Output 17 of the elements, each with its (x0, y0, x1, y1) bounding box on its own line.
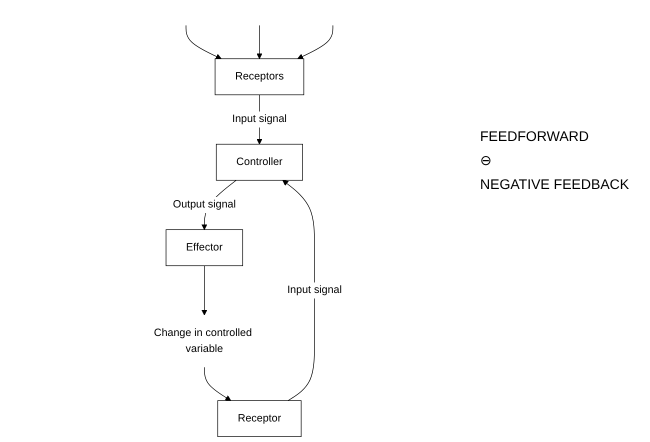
note-text: FEEDFORWARD (480, 128, 590, 144)
edge-label: Input signal (232, 114, 287, 125)
arrow (185, 25, 222, 60)
node-box: Receptors (214, 58, 304, 96)
arrow (204, 366, 231, 401)
edge-label: Input signal (286, 284, 342, 296)
note-text: ⊖ (480, 152, 493, 168)
node-box: Receptor (217, 400, 302, 437)
node-box: Controller (216, 144, 303, 181)
note-text: NEGATIVE FEEDBACK (480, 176, 630, 192)
arrow (282, 180, 315, 401)
node-box: Effector (165, 229, 243, 266)
arrow (201, 265, 208, 316)
edge-label: Output signal (172, 198, 236, 210)
arrow (256, 25, 262, 60)
arrow (297, 25, 333, 60)
node-text: Change in controlled variable (154, 327, 252, 355)
